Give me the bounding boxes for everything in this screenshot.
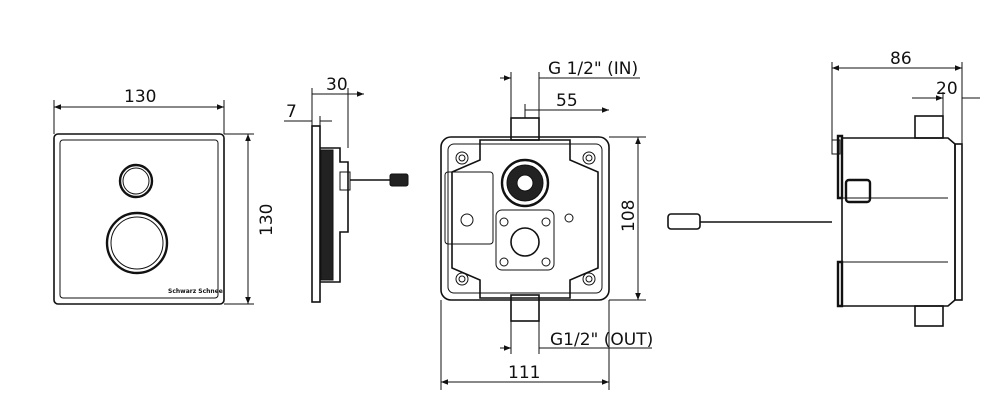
side-view: 7 30 <box>284 75 409 303</box>
small-button <box>118 163 154 199</box>
cable-connector <box>389 173 409 187</box>
small-button-inner <box>122 167 150 195</box>
side-plate-label: 7 <box>286 102 297 122</box>
side-depth-label: 30 <box>326 75 348 95</box>
right-offset-label: 20 <box>936 79 958 99</box>
front-width-label: 130 <box>124 87 156 107</box>
right-inlet-pipe <box>914 115 944 139</box>
large-button-inner <box>110 216 164 270</box>
front-plate-inner <box>59 139 219 299</box>
outlet-thread-label: G1/2" (OUT) <box>550 330 653 350</box>
rear-view: G 1/2" (IN) 55 108 G1/2" (OUT) 111 <box>440 59 653 390</box>
body-plate-inner <box>447 143 603 294</box>
right-view: 86 20 <box>667 49 980 327</box>
right-indicator <box>844 178 872 204</box>
inlet-offset-label: 55 <box>556 91 578 111</box>
front-plate-outer <box>53 133 225 305</box>
brand-logo: Schwarz Schnee <box>168 288 223 295</box>
large-button <box>105 211 169 275</box>
right-cable-connector <box>667 213 701 230</box>
side-plate <box>311 125 321 303</box>
right-wall-plate <box>954 143 963 301</box>
front-height-label: 130 <box>257 204 277 236</box>
valve-wheel <box>500 158 550 208</box>
right-outlet-pipe <box>914 305 944 327</box>
inlet-thread-label: G 1/2" (IN) <box>548 59 638 79</box>
front-view: Schwarz Schnee 130 130 <box>53 87 277 305</box>
body-width-label: 111 <box>508 363 540 383</box>
body-plate-outer <box>440 136 610 301</box>
right-depth-label: 86 <box>890 49 912 69</box>
outlet-pipe <box>510 294 540 322</box>
body-height-label: 108 <box>619 200 639 232</box>
